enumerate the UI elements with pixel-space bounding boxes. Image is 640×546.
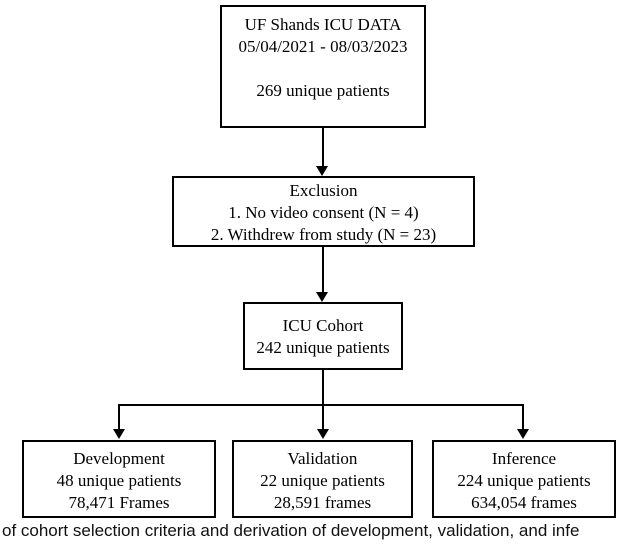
exclusion-box: Exclusion 1. No video consent (N = 4) 2.… bbox=[172, 176, 475, 247]
cohort-title: ICU Cohort bbox=[282, 316, 364, 335]
development-box: Development 48 unique patients 78,471 Fr… bbox=[22, 440, 216, 518]
arrowhead-down-icon bbox=[316, 292, 328, 302]
development-patient-count: 48 unique patients bbox=[56, 471, 182, 490]
arrowhead-down-icon bbox=[517, 429, 529, 439]
inference-frame-count: 634,054 frames bbox=[471, 493, 577, 512]
arrow-line-to-inference bbox=[522, 404, 524, 430]
inference-title: Inference bbox=[491, 449, 557, 468]
source-date-range: 05/04/2021 - 08/03/2023 bbox=[238, 37, 408, 56]
inference-box: Inference 224 unique patients 634,054 fr… bbox=[432, 440, 616, 518]
exclusion-item-2: 2. Withdrew from study (N = 23) bbox=[210, 225, 437, 244]
branch-stem-line bbox=[322, 370, 324, 405]
icu-cohort-box: ICU Cohort 242 unique patients bbox=[243, 302, 403, 370]
source-title: UF Shands ICU DATA bbox=[244, 15, 402, 34]
arrowhead-down-icon bbox=[113, 429, 125, 439]
validation-frame-count: 28,591 frames bbox=[273, 493, 372, 512]
validation-box: Validation 22 unique patients 28,591 fra… bbox=[232, 440, 413, 518]
branch-horizontal-line bbox=[118, 404, 524, 406]
arrow-line-source-to-exclusion bbox=[322, 127, 324, 167]
exclusion-title: Exclusion bbox=[289, 181, 358, 200]
arrow-line-to-development bbox=[118, 404, 120, 430]
development-frame-count: 78,471 Frames bbox=[68, 493, 170, 512]
development-title: Development bbox=[73, 449, 165, 468]
source-patient-count: 269 unique patients bbox=[256, 81, 390, 100]
validation-title: Validation bbox=[287, 449, 358, 468]
exclusion-item-1: 1. No video consent (N = 4) bbox=[228, 203, 419, 222]
arrow-line-exclusion-to-cohort bbox=[322, 247, 324, 293]
arrowhead-down-icon bbox=[317, 429, 329, 439]
inference-patient-count: 224 unique patients bbox=[457, 471, 591, 490]
validation-patient-count: 22 unique patients bbox=[260, 471, 385, 490]
arrow-line-to-validation bbox=[322, 404, 324, 430]
figure-caption: of cohort selection criteria and derivat… bbox=[2, 521, 580, 540]
source-data-box: UF Shands ICU DATA 05/04/2021 - 08/03/20… bbox=[220, 5, 426, 128]
spacer-line bbox=[222, 58, 424, 80]
cohort-patient-count: 242 unique patients bbox=[256, 338, 390, 357]
arrowhead-down-icon bbox=[316, 166, 328, 176]
